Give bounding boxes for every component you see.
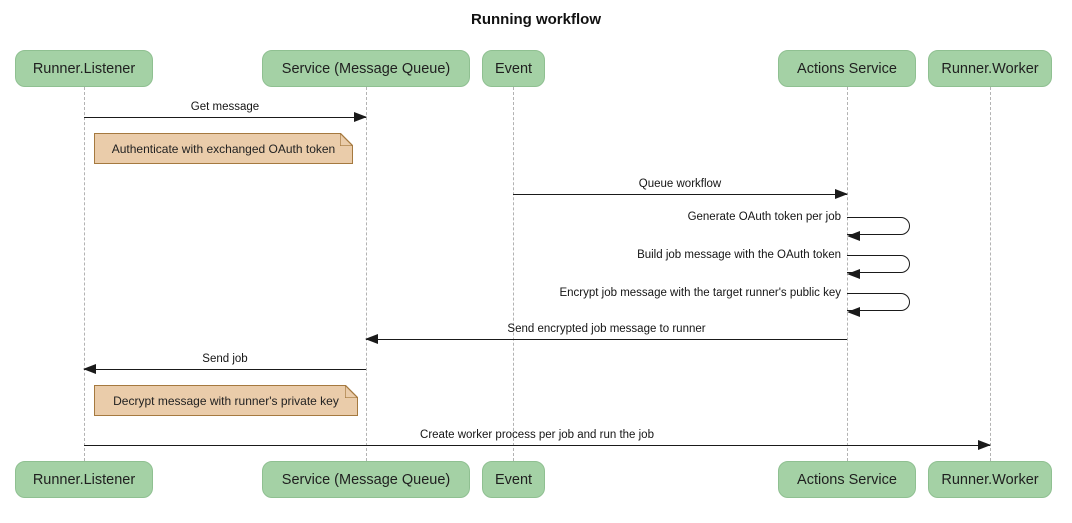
message-label: Send encrypted job message to runner — [507, 323, 706, 335]
actor-actions-service-bottom: Actions Service — [778, 461, 916, 498]
note-fold-icon — [345, 384, 359, 398]
message-label: Queue workflow — [638, 178, 722, 190]
arrow-line — [365, 333, 847, 344]
actor-service-message-queue-top: Service (Message Queue) — [262, 50, 470, 87]
actor-service-message-queue-bottom: Service (Message Queue) — [262, 461, 470, 498]
actor-runner-listener-top: Runner.Listener — [15, 50, 153, 87]
actor-runner-listener-bottom: Runner.Listener — [15, 461, 153, 498]
note-text: Authenticate with exchanged OAuth token — [111, 141, 336, 156]
arrow-line — [83, 363, 366, 374]
note-decrypt: Decrypt message with runner's private ke… — [94, 384, 359, 416]
message-get-message: Get message — [84, 99, 367, 122]
message-label: Get message — [190, 101, 260, 113]
arrowhead-left-icon — [847, 230, 860, 241]
message-create-worker-process: Create worker process per job and run th… — [84, 427, 991, 450]
note-text: Decrypt message with runner's private ke… — [113, 393, 339, 408]
actor-event-top: Event — [482, 50, 545, 87]
message-send-encrypted-job: Send encrypted job message to runner — [365, 321, 847, 344]
arrow-line — [513, 188, 848, 199]
arrowhead-right-icon — [835, 188, 848, 199]
lifeline-runner-worker — [990, 87, 991, 461]
message-send-job: Send job — [83, 351, 366, 374]
message-label: Send job — [202, 353, 248, 365]
lifeline-event — [513, 87, 514, 461]
actor-runner-worker-top: Runner.Worker — [928, 50, 1052, 87]
note-authenticate: Authenticate with exchanged OAuth token — [94, 132, 354, 164]
note-fold-icon — [340, 132, 354, 146]
arrowhead-left-icon — [847, 306, 860, 317]
lifeline-service-message-queue — [366, 87, 367, 461]
arrowhead-right-icon — [354, 111, 367, 122]
actor-event-bottom: Event — [482, 461, 545, 498]
self-loop-arrow — [847, 293, 910, 317]
lifeline-runner-listener — [84, 87, 85, 461]
actor-actions-service-top: Actions Service — [778, 50, 916, 87]
arrow-line — [84, 439, 991, 450]
arrowhead-right-icon — [978, 439, 991, 450]
arrow-line — [84, 111, 367, 122]
message-label: Encrypt job message with the target runn… — [559, 287, 841, 299]
message-label: Build job message with the OAuth token — [637, 249, 841, 261]
actor-runner-worker-bottom: Runner.Worker — [928, 461, 1052, 498]
arrowhead-left-icon — [847, 268, 860, 279]
message-queue-workflow: Queue workflow — [513, 176, 848, 199]
arrowhead-left-icon — [83, 363, 96, 374]
self-loop-arrow — [847, 255, 910, 279]
diagram-title: Running workflow — [471, 11, 601, 28]
arrowhead-left-icon — [365, 333, 378, 344]
self-loop-arrow — [847, 217, 910, 241]
message-label: Generate OAuth token per job — [687, 211, 841, 223]
message-label: Create worker process per job and run th… — [420, 429, 654, 441]
